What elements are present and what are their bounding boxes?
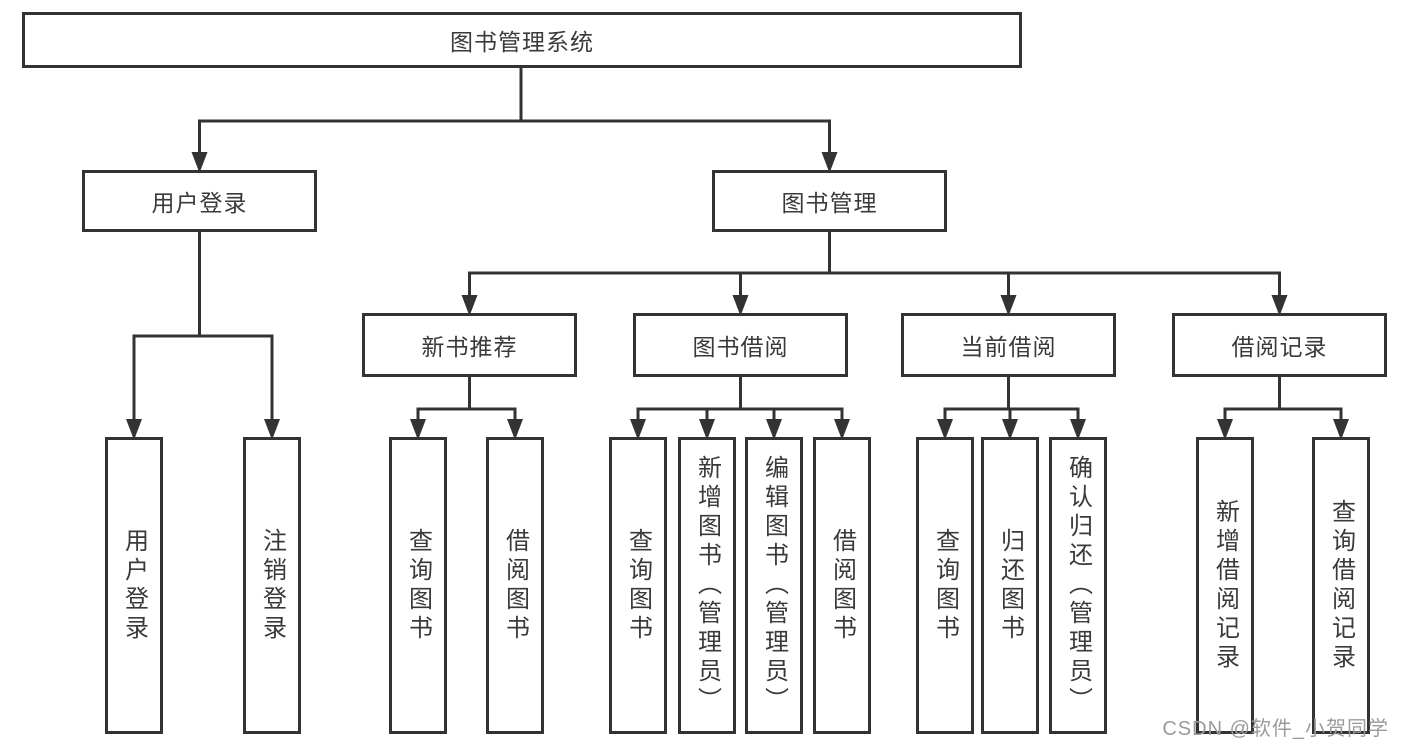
leaf-user-login: 用户登录 <box>105 437 163 734</box>
node-current-borrowing: 当前借阅 <box>901 313 1116 377</box>
leaf-edit-books-admin: 编辑图书（管理员） <box>745 437 803 734</box>
watermark: CSDN @软件_小贺同学 <box>1162 718 1389 740</box>
leaf-query-borrow-record: 查询借阅记录 <box>1312 437 1370 734</box>
node-library-management-system: 图书管理系统 <box>22 12 1022 68</box>
node-borrowing-records: 借阅记录 <box>1172 313 1387 377</box>
leaf-add-borrow-record: 新增借阅记录 <box>1196 437 1254 734</box>
leaf-borrow-books: 借阅图书 <box>813 437 871 734</box>
leaf-return-books: 归还图书 <box>981 437 1039 734</box>
leaf-query-books-recommend: 查询图书 <box>389 437 447 734</box>
node-book-management: 图书管理 <box>712 170 947 232</box>
node-new-book-recommendation: 新书推荐 <box>362 313 577 377</box>
leaf-confirm-return-admin: 确认归还（管理员） <box>1049 437 1107 734</box>
leaf-query-books-borrow: 查询图书 <box>609 437 667 734</box>
leaf-add-books-admin: 新增图书（管理员） <box>678 437 736 734</box>
leaf-logout: 注销登录 <box>243 437 301 734</box>
node-book-borrowing: 图书借阅 <box>633 313 848 377</box>
node-user-login: 用户登录 <box>82 170 317 232</box>
leaf-query-books-current: 查询图书 <box>916 437 974 734</box>
leaf-borrow-books-recommend: 借阅图书 <box>486 437 544 734</box>
